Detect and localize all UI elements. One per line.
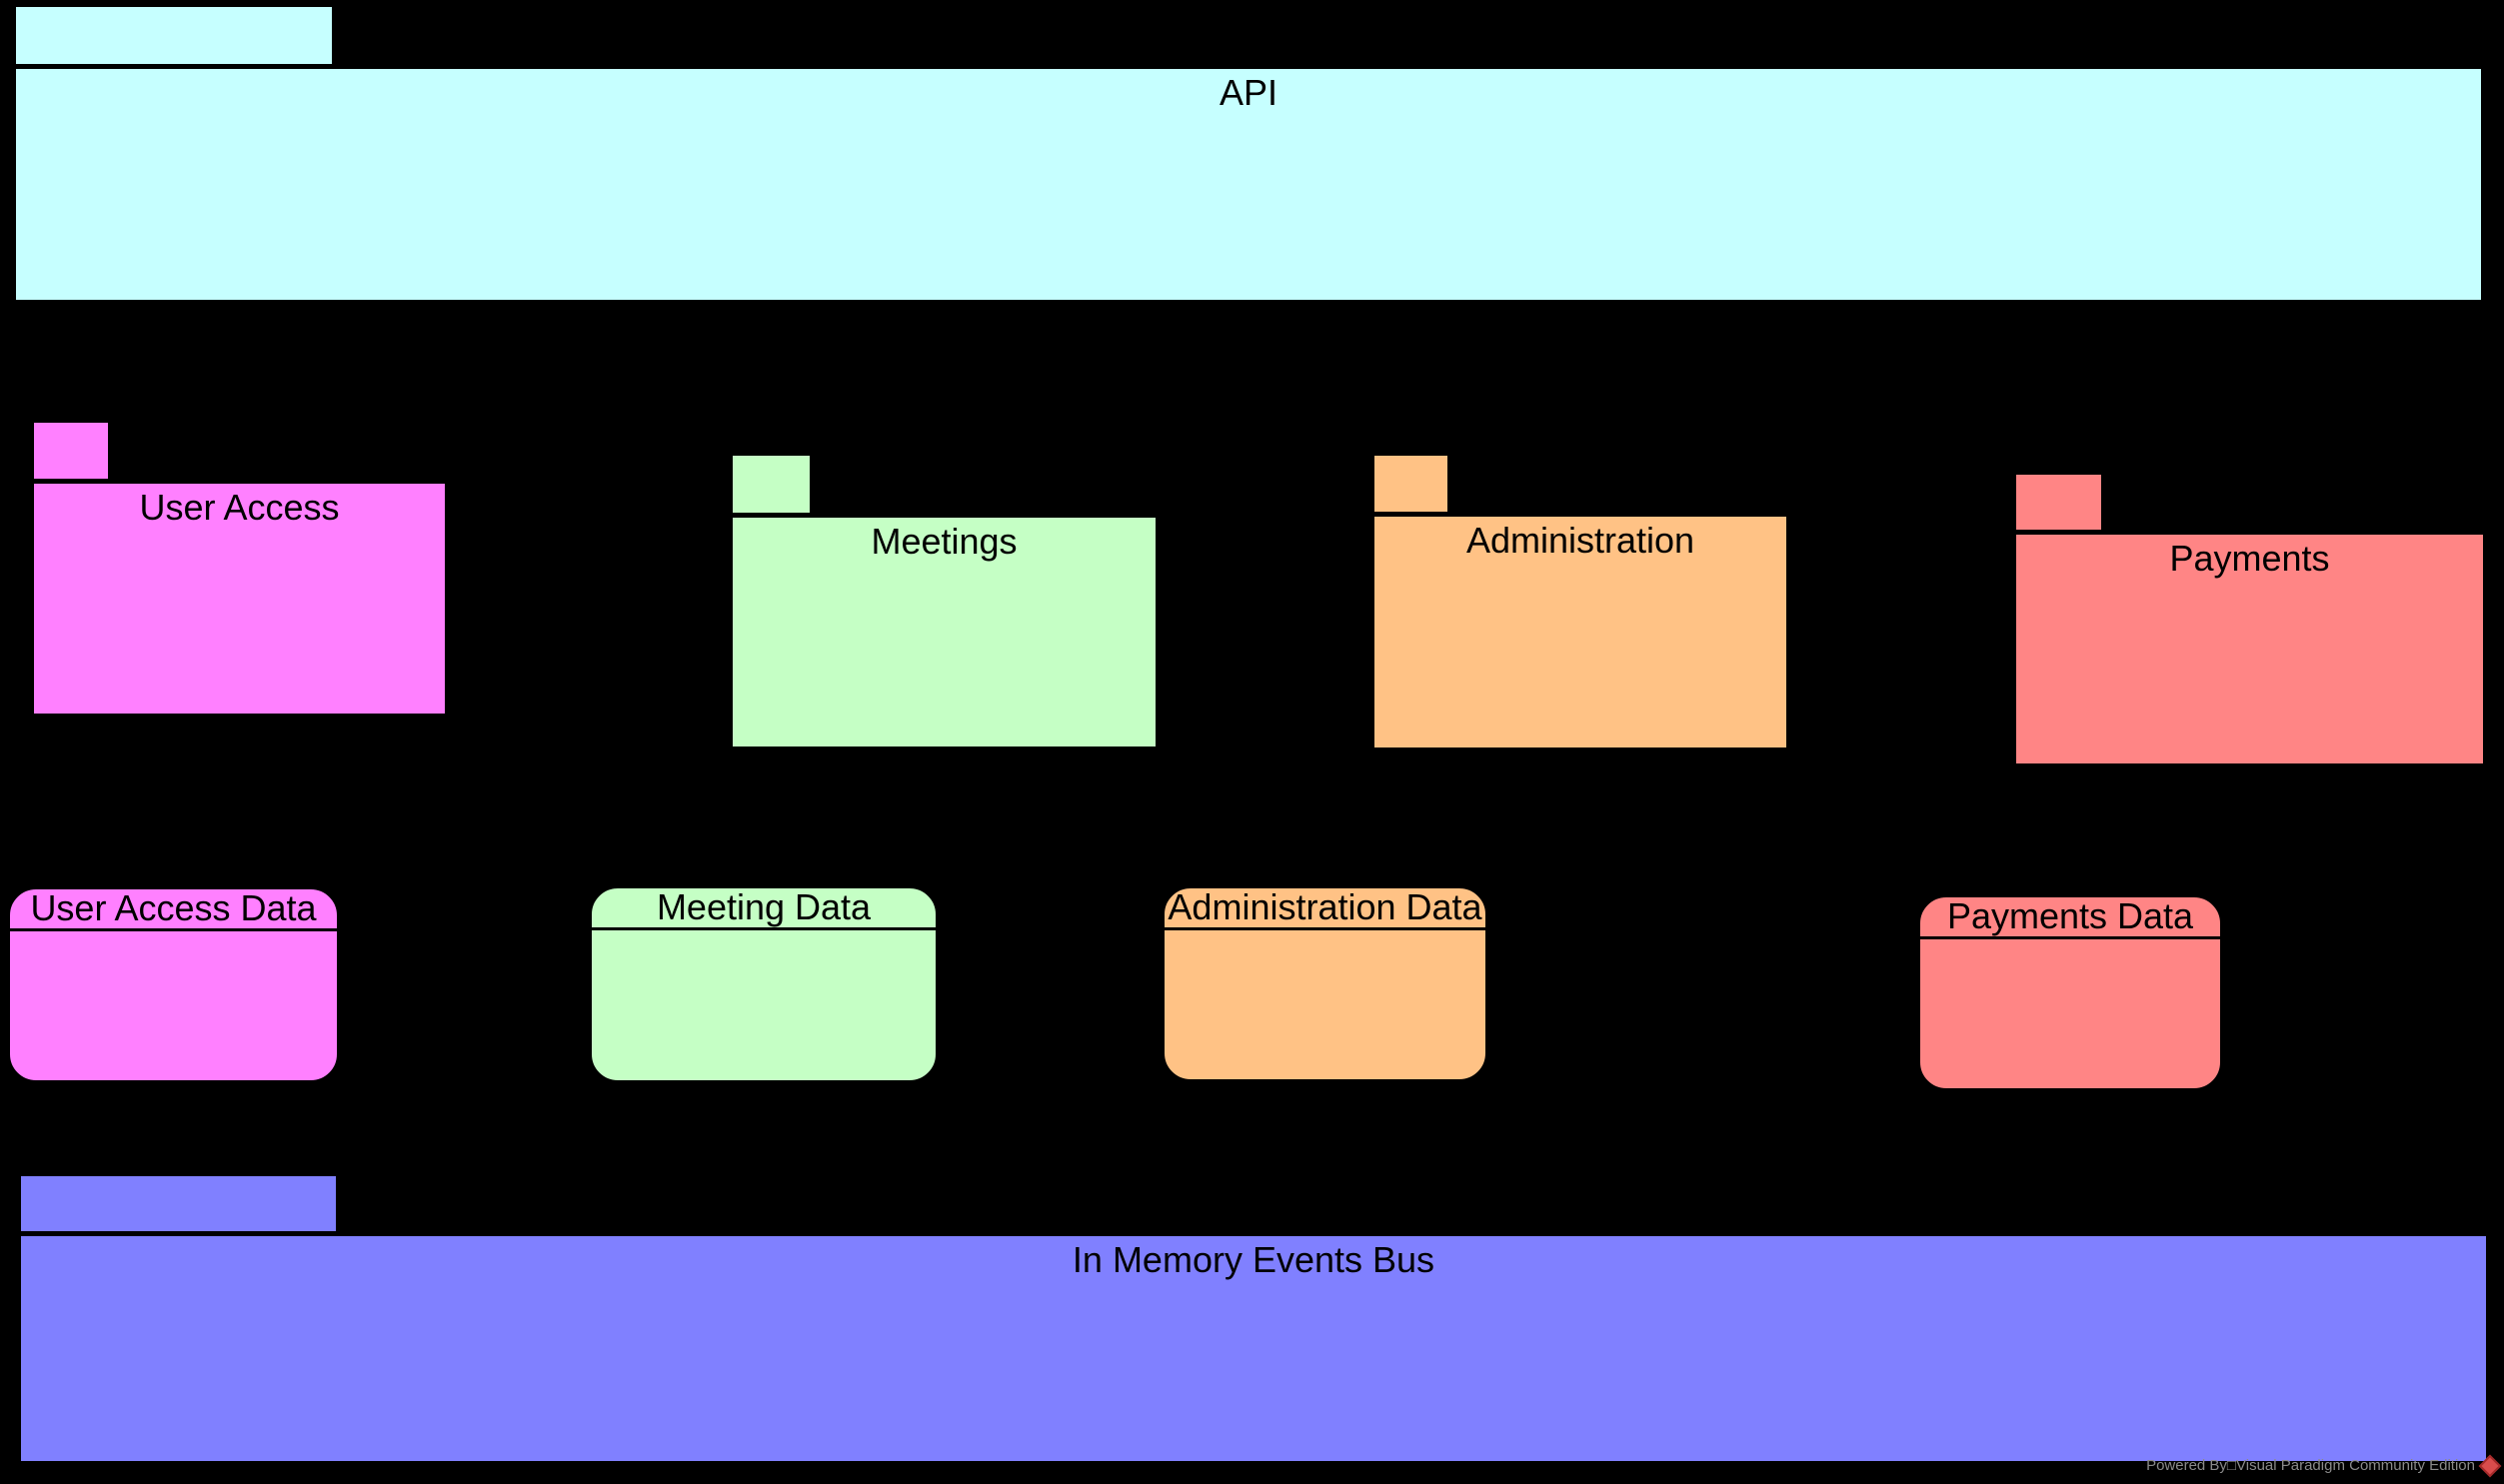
datastore-administration-data: Administration Data	[1163, 886, 1487, 1081]
datastore-payments-data: Payments Data	[1918, 895, 2222, 1090]
visual-paradigm-logo-icon	[2478, 1454, 2502, 1478]
package-user-access-label: User Access	[139, 487, 340, 528]
package-administration-label: Administration	[1465, 520, 1695, 561]
datastore-user-access-data: User Access Data	[8, 887, 339, 1082]
datastore-meeting-data-title: Meeting Data	[592, 888, 936, 930]
package-api-tab	[14, 5, 334, 66]
package-meetings-body: Meetings	[731, 515, 1158, 748]
package-events-bus-body: In Memory Events Bus	[19, 1233, 2488, 1463]
package-user-access-body: User Access	[32, 481, 447, 716]
datastore-user-access-data-title: User Access Data	[10, 889, 337, 931]
package-api-body: API	[14, 66, 2483, 302]
package-administration-body: Administration	[1372, 514, 1788, 749]
datastore-payments-data-title: Payments Data	[1920, 897, 2220, 939]
package-payments-label: Payments	[2169, 538, 2330, 579]
datastore-meeting-data: Meeting Data	[590, 886, 938, 1082]
watermark: Powered By□Visual Paradigm Community Edi…	[2146, 1454, 2502, 1478]
package-meetings-tab	[731, 454, 812, 515]
package-api-label: API	[1219, 72, 1278, 113]
package-user-access-tab	[32, 421, 110, 481]
package-events-bus-label: In Memory Events Bus	[1072, 1239, 1435, 1280]
watermark-text: Powered By□Visual Paradigm Community Edi…	[2146, 1457, 2475, 1474]
package-administration-tab	[1372, 454, 1449, 514]
datastore-administration-data-title: Administration Data	[1165, 888, 1485, 930]
package-meetings-label: Meetings	[871, 521, 1018, 562]
package-payments-tab	[2014, 473, 2103, 532]
package-payments-body: Payments	[2014, 532, 2485, 765]
package-events-bus-tab	[19, 1174, 338, 1233]
